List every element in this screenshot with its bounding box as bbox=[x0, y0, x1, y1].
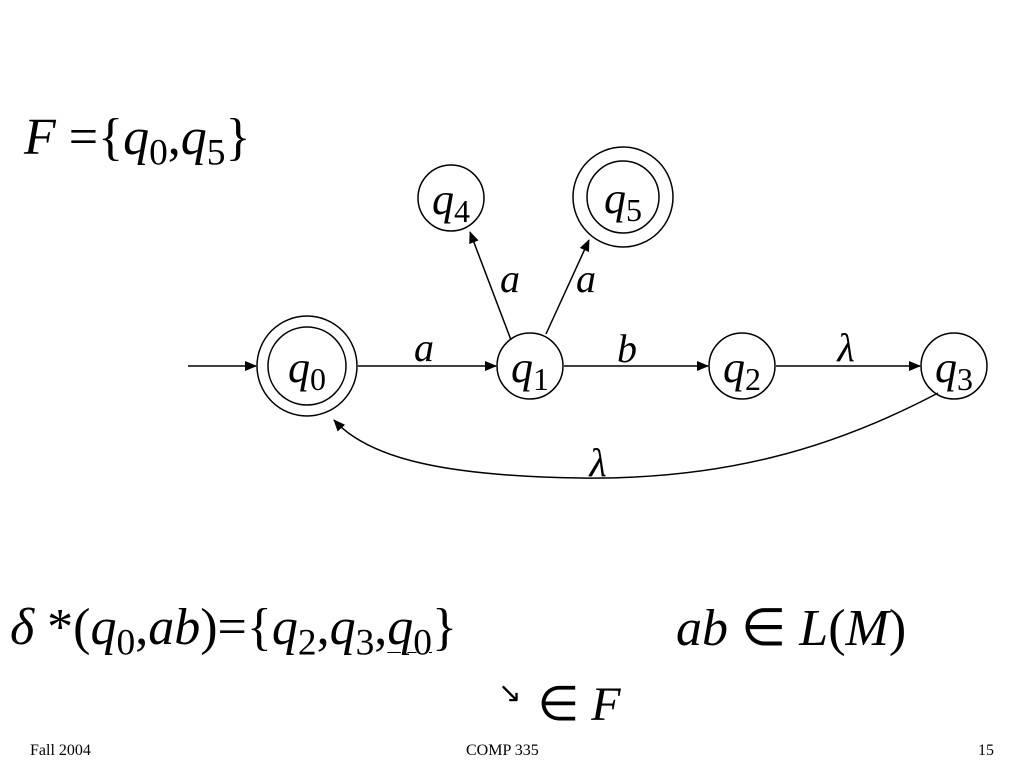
footer-page-number: 15 bbox=[978, 742, 994, 759]
final-states-definition: F ={q0,q5} bbox=[24, 108, 251, 172]
state-q1: q1 bbox=[496, 332, 564, 400]
set-name-F: F bbox=[591, 678, 621, 731]
edge-label-q1-q5: a bbox=[576, 256, 596, 301]
state-q5: q5 bbox=[572, 146, 674, 248]
element-of-symbol: ∈ bbox=[537, 678, 580, 731]
state-subscript: 0 bbox=[116, 622, 136, 664]
set-name-F: F bbox=[24, 109, 56, 166]
element-of-symbol: ∈ bbox=[741, 600, 787, 657]
star-symbol: * bbox=[47, 599, 74, 656]
extended-transition-expression: δ *(q0,ab)={q2,q3,q0} bbox=[10, 598, 457, 662]
state-subscript: 5 bbox=[206, 132, 226, 174]
comma: , bbox=[374, 599, 388, 656]
state-label-q1: q1 bbox=[511, 343, 549, 397]
input-string: ab bbox=[148, 599, 201, 656]
language-membership: ab ∈ L(M) bbox=[676, 598, 906, 658]
state-subscript: 3 bbox=[355, 622, 375, 664]
right-paren: ) bbox=[888, 600, 907, 657]
comma: , bbox=[135, 599, 149, 656]
edge-label-q3-q0: λ bbox=[588, 440, 606, 485]
machine-symbol: M bbox=[845, 600, 889, 657]
state-label-q4: q4 bbox=[432, 175, 470, 229]
state-symbol: q bbox=[90, 599, 117, 656]
state-subscript: 2 bbox=[297, 622, 317, 664]
edge-label-q1-q2: b bbox=[617, 326, 637, 371]
membership-annotation: ↘ ∈ F bbox=[498, 676, 621, 732]
left-paren: ( bbox=[828, 600, 846, 657]
comma: , bbox=[316, 599, 330, 656]
transition-q1-q5 bbox=[545, 239, 590, 335]
language-symbol: L bbox=[799, 600, 829, 657]
input-string: ab bbox=[676, 600, 728, 657]
equals-sign: = bbox=[217, 599, 247, 656]
state-subscript: 0 bbox=[149, 132, 168, 174]
close-brace: } bbox=[432, 599, 457, 656]
edge-label-q1-q4: a bbox=[500, 256, 520, 301]
delta-symbol: δ bbox=[10, 599, 35, 656]
footer-date: Fall 2004 bbox=[30, 742, 91, 759]
state-q4: q4 bbox=[417, 164, 485, 232]
state-label-q3: q3 bbox=[935, 343, 973, 397]
state-label-q0: q0 bbox=[288, 343, 326, 397]
state-q0: q0 bbox=[256, 315, 358, 417]
state-q3: q3 bbox=[920, 332, 988, 400]
open-brace: { bbox=[98, 109, 124, 166]
edge-label-q2-q3: λ bbox=[836, 325, 854, 370]
state-symbol: q bbox=[329, 599, 356, 656]
state-symbol: q bbox=[387, 599, 414, 656]
right-paren: ) bbox=[200, 599, 218, 656]
transition-q3-q0 bbox=[333, 392, 939, 479]
state-q2: q2 bbox=[708, 332, 776, 400]
open-brace: { bbox=[246, 599, 272, 656]
state-symbol: q bbox=[271, 599, 298, 656]
underlined-final-state: q0 bbox=[387, 599, 432, 662]
edge-label-q0-q1: a bbox=[414, 325, 434, 370]
equals-sign: = bbox=[68, 109, 99, 166]
transition-q1-q4 bbox=[469, 231, 512, 341]
state-label-q2: q2 bbox=[723, 343, 761, 397]
comma: , bbox=[167, 109, 181, 166]
arrow-icon: ↘ bbox=[498, 678, 522, 709]
state-symbol: q bbox=[123, 109, 150, 166]
state-subscript: 0 bbox=[413, 622, 432, 664]
state-label-q5: q5 bbox=[604, 174, 642, 228]
state-symbol: q bbox=[180, 109, 207, 166]
left-paren: ( bbox=[73, 599, 91, 656]
footer-course: COMP 335 bbox=[466, 742, 539, 759]
close-brace: } bbox=[225, 109, 251, 166]
